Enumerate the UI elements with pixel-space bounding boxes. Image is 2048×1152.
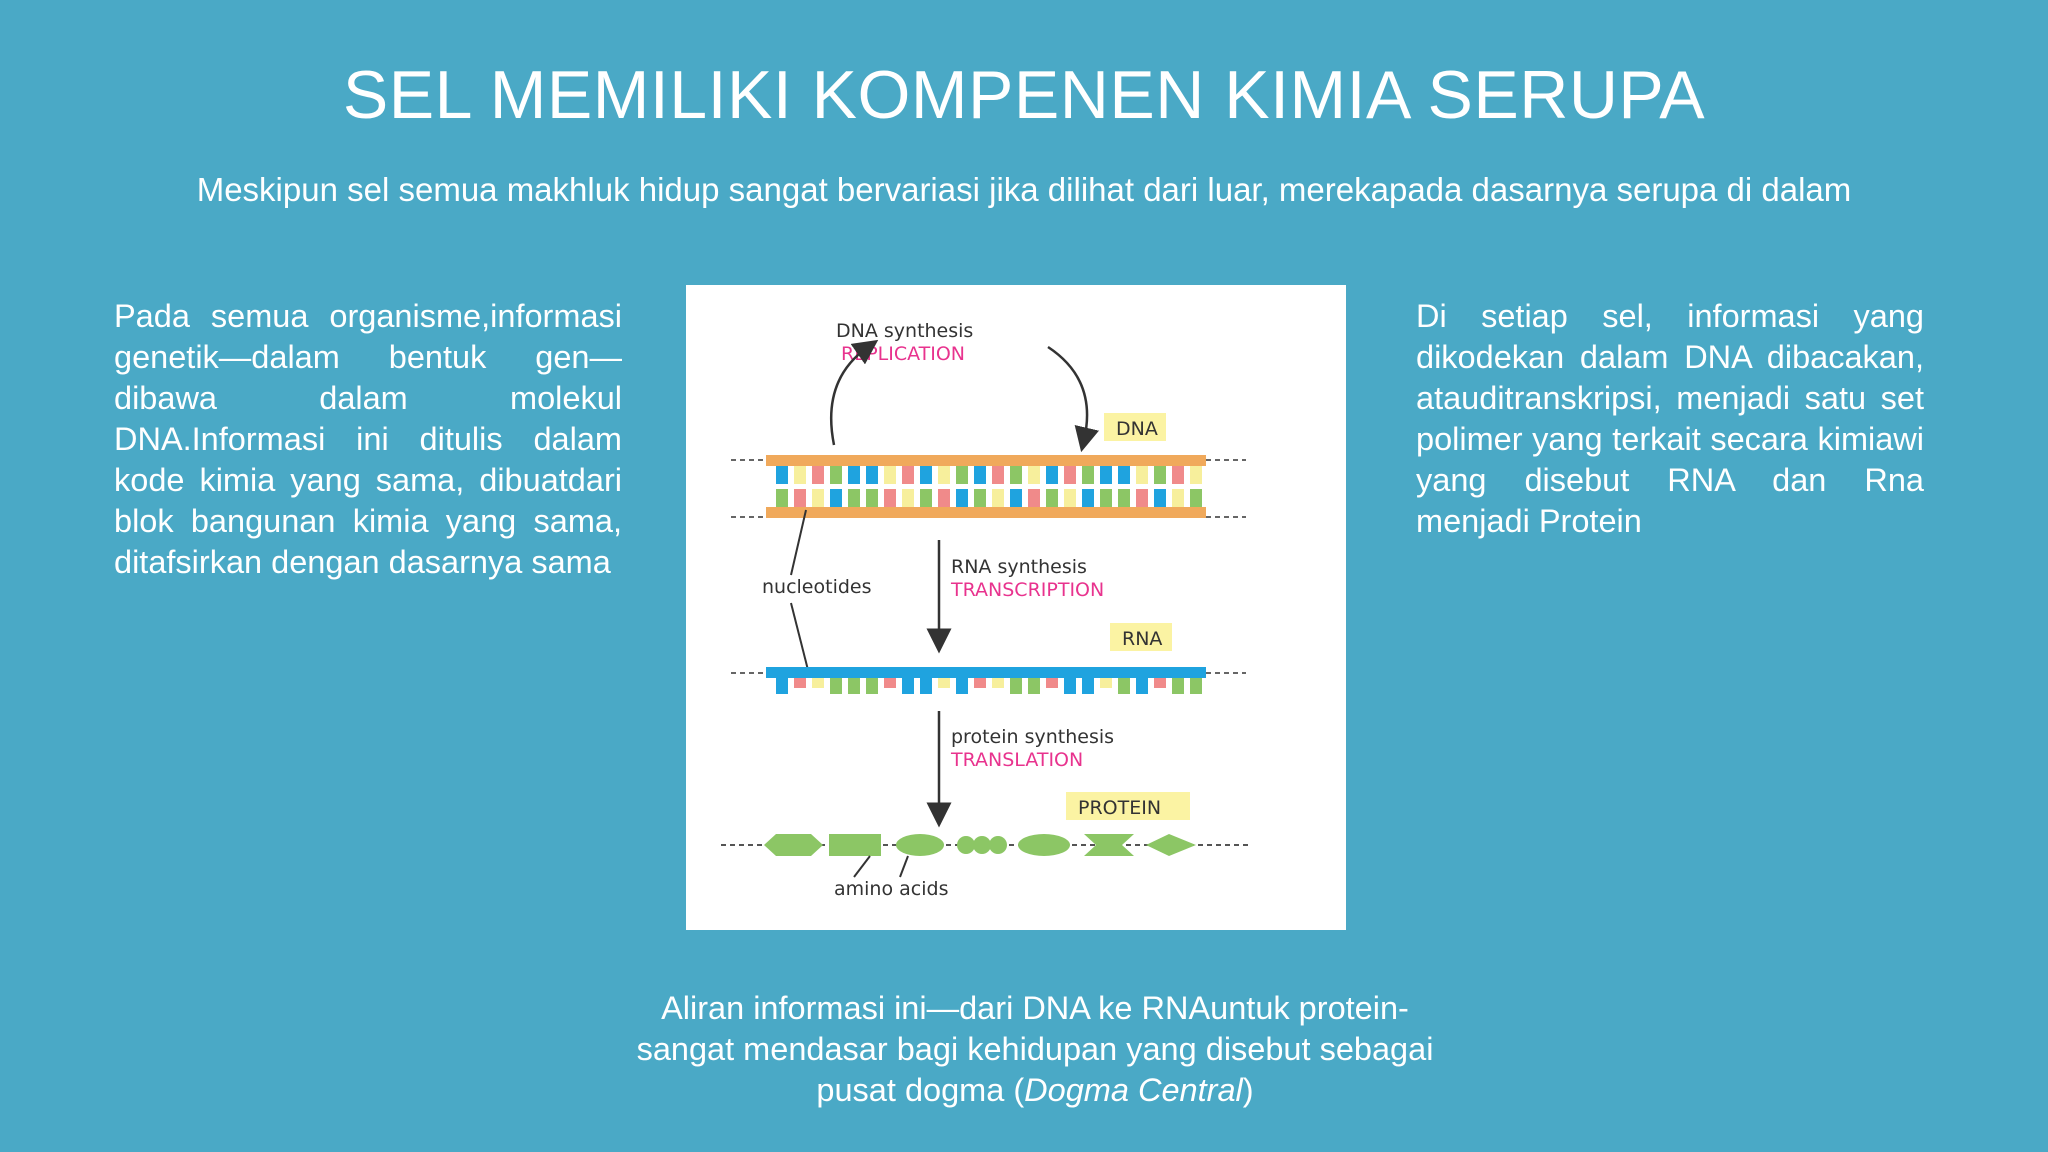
protein-tag: PROTEIN — [1078, 797, 1161, 819]
bottom-line-3: pusat dogma (Dogma Central) — [560, 1070, 1510, 1111]
diagram-svg: DNA synthesis REPLICATION DNA — [721, 320, 1251, 900]
left-paragraph: Pada semua organisme,informasi genetik—d… — [114, 298, 622, 580]
dna-strand-bottom — [766, 507, 1206, 518]
dna-tag: DNA — [1116, 418, 1158, 440]
slide-title: SEL MEMILIKI KOMPENEN KIMIA SERUPA — [342, 57, 1706, 133]
protein-tag-box — [1066, 792, 1190, 820]
dogma-central-term: Dogma Central — [1024, 1072, 1243, 1108]
rna-bases — [776, 678, 1202, 694]
amino-acid-pointer-right — [899, 855, 909, 878]
slide-subtitle: Meskipun sel semua makhluk hidup sangat … — [196, 171, 1852, 208]
replication-arrow-up — [830, 339, 879, 446]
amino-acid-chain — [764, 834, 1196, 856]
bottom-paragraph: Aliran informasi ini—dari DNA ke RNAuntu… — [560, 988, 1510, 1111]
right-paragraph: Di setiap sel, informasi yang dikodekan … — [1416, 298, 1924, 539]
bottom-line-1: Aliran informasi ini—dari DNA ke RNAuntu… — [661, 990, 1409, 1026]
rna-tag-box — [1110, 623, 1172, 651]
bottom-line-2: sangat mendasar bagi kehidupan yang dise… — [636, 1031, 1434, 1067]
dna-tag-box — [1104, 413, 1166, 441]
dna-strand-top — [766, 455, 1206, 466]
nucleotides-pointer-bottom — [790, 602, 809, 671]
rna-strand — [766, 667, 1206, 678]
amino-acid-pointer-left — [853, 855, 871, 878]
bottom-line-3-post: ) — [1242, 1072, 1254, 1108]
bottom-line-3-pre: pusat dogma ( — [816, 1072, 1025, 1108]
rna-synthesis-label: RNA synthesis — [951, 556, 1087, 578]
rna-tag: RNA — [1122, 628, 1162, 650]
dna-bases — [776, 466, 1202, 507]
protein-synthesis-label: protein synthesis — [951, 726, 1114, 748]
transcription-label: TRANSCRIPTION — [950, 579, 1104, 601]
nucleotides-pointer-top — [790, 509, 807, 576]
nucleotides-label: nucleotides — [762, 576, 872, 598]
amino-acids-label: amino acids — [834, 878, 948, 900]
translation-label: TRANSLATION — [950, 749, 1083, 771]
replication-arrow-down — [1047, 345, 1100, 453]
dna-synthesis-label: DNA synthesis — [836, 320, 973, 342]
central-dogma-diagram: DNA synthesis REPLICATION DNA — [686, 285, 1346, 930]
